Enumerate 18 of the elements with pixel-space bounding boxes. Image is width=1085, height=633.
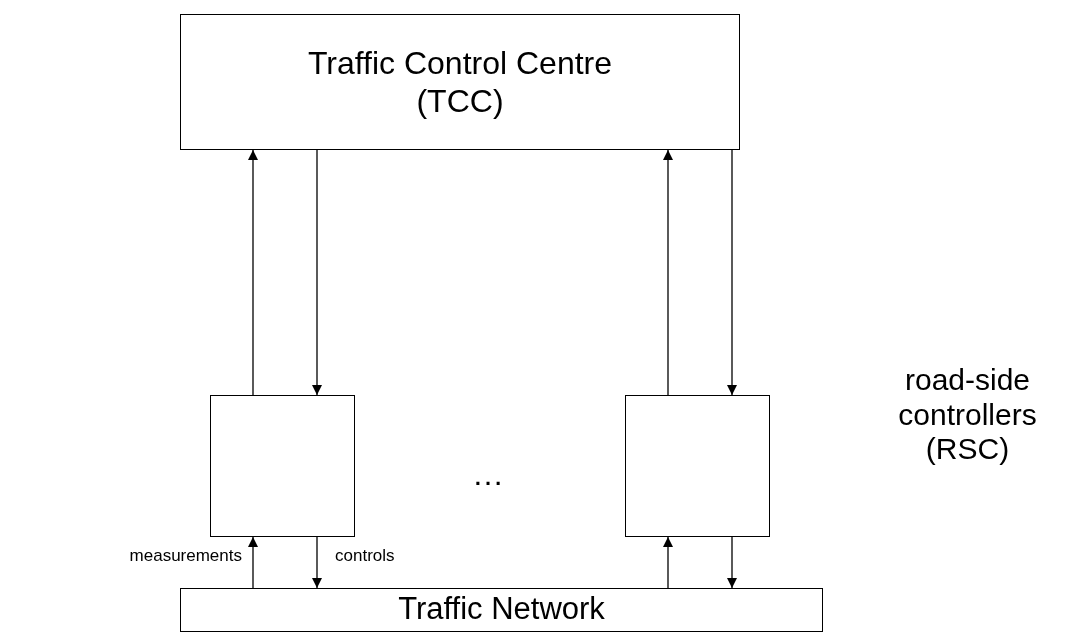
controller-box (210, 395, 355, 537)
group-label: road-side controllers (RSC) (897, 363, 1038, 467)
arrow (312, 149, 322, 396)
arrow (727, 149, 737, 396)
ellipsis-label: … (472, 458, 504, 490)
process-box (180, 588, 823, 632)
arrow (727, 536, 737, 589)
edge-label: measurements (129, 545, 242, 567)
controller-box (625, 395, 770, 537)
arrow (663, 149, 673, 396)
box-label: Traffic Network (398, 592, 605, 624)
arrow (248, 149, 258, 396)
edge-label: controls (335, 545, 395, 567)
box-label: Traffic Control Centre (TCC) (306, 43, 614, 121)
arrow (248, 536, 258, 589)
process-box (180, 14, 740, 150)
arrow (663, 536, 673, 589)
arrow (312, 536, 322, 589)
